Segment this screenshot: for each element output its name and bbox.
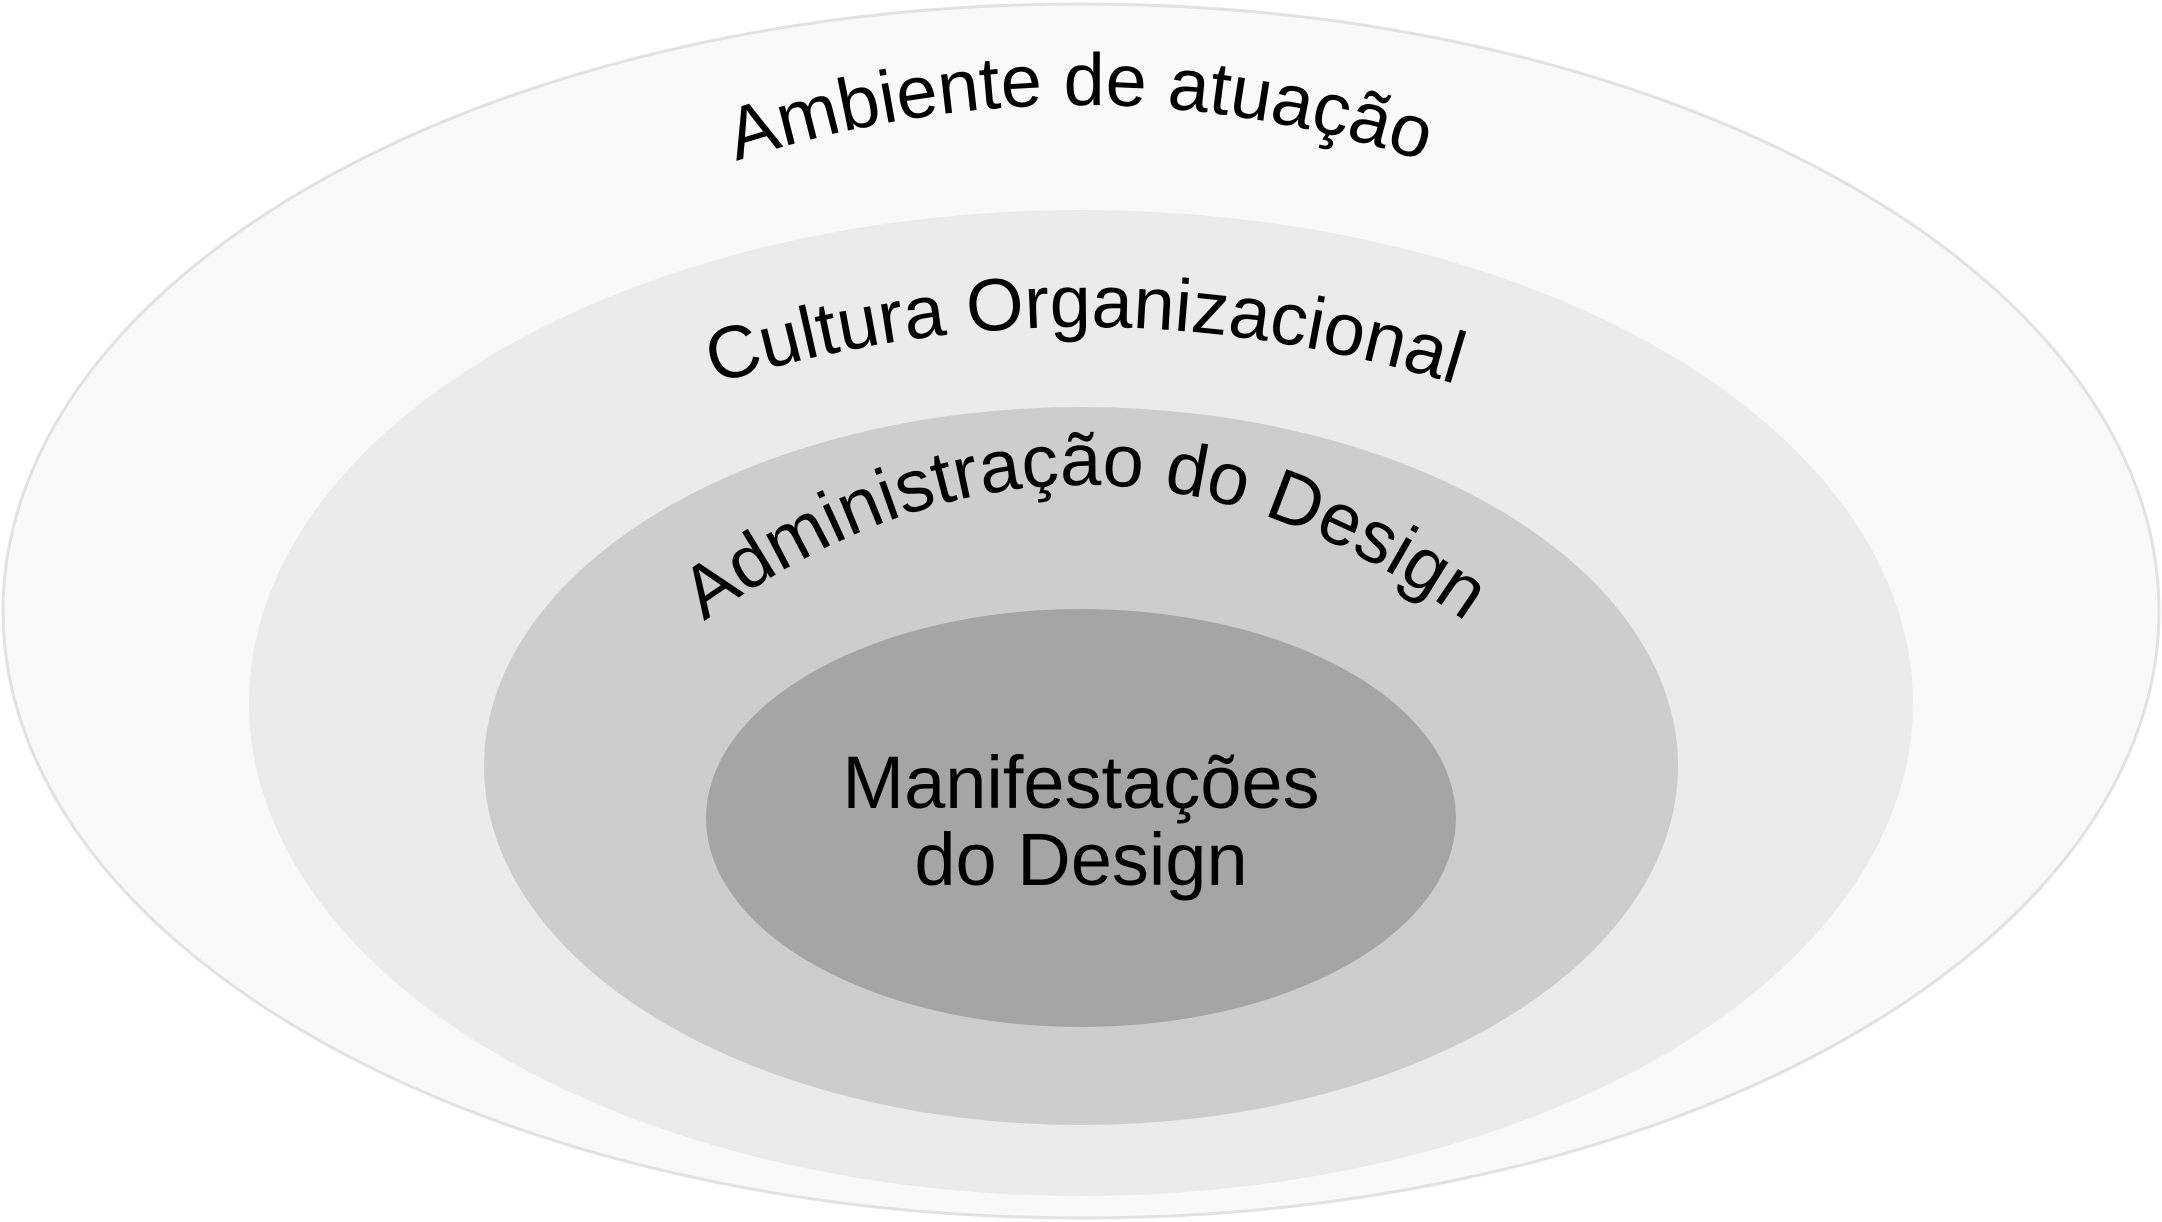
core-label-line-2: do Design — [914, 818, 1247, 901]
core-ellipse-design-manifestations — [706, 609, 1456, 1027]
core-label-line-1: Manifestações — [842, 741, 1319, 824]
